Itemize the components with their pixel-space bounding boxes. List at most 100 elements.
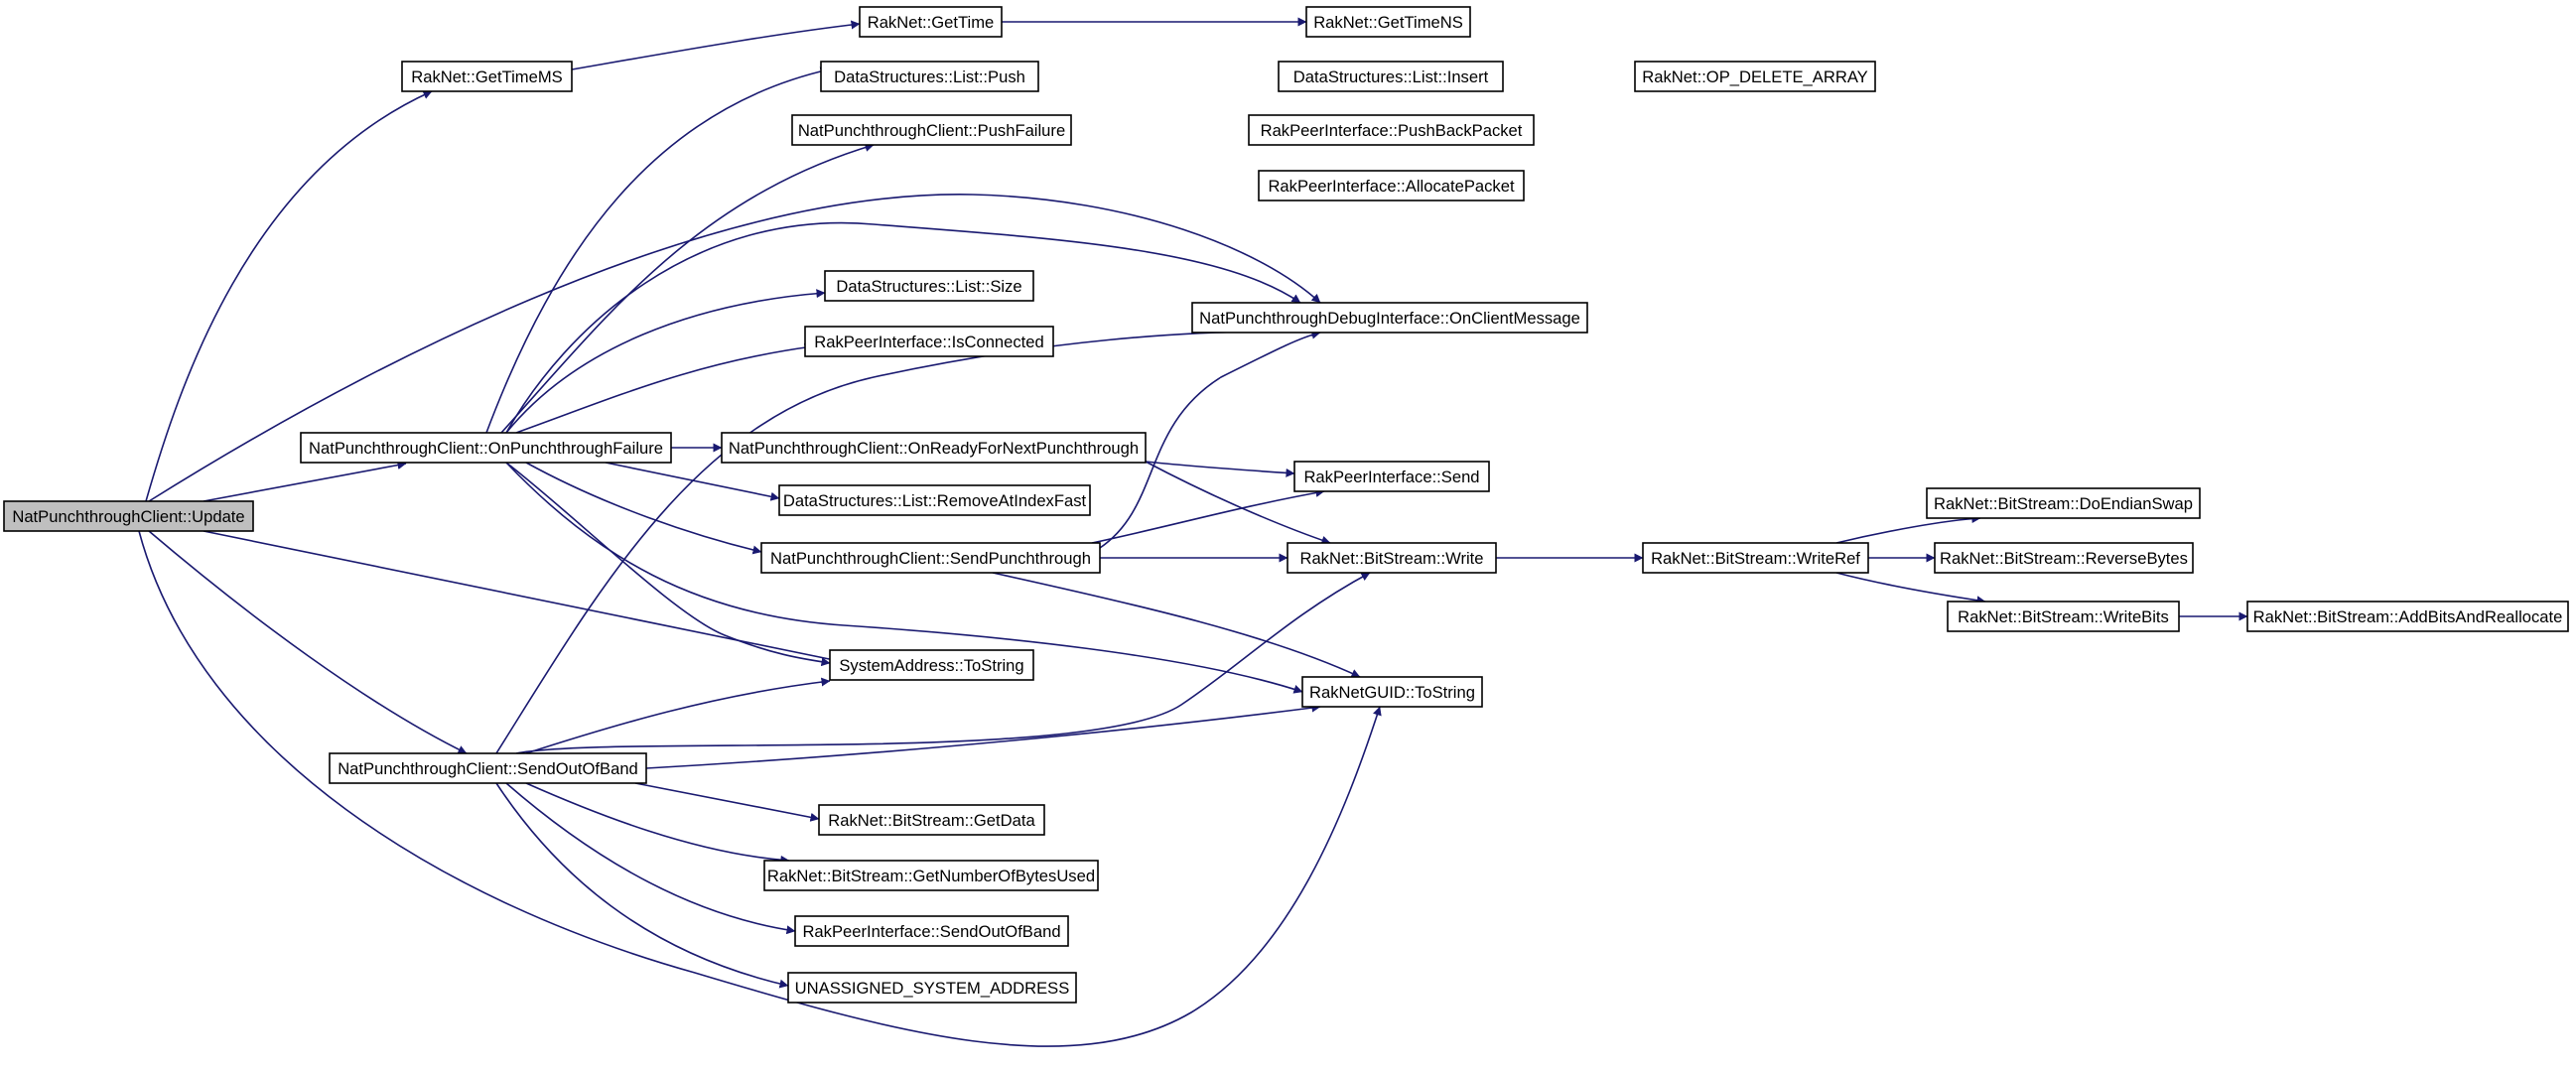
node-onpunchfailure[interactable]: NatPunchthroughClient::OnPunchthroughFai…	[300, 432, 672, 464]
node-label: RakNet::GetTimeMS	[411, 67, 562, 86]
node-box	[763, 860, 1099, 891]
node-bswrite[interactable]: RakNet::BitStream::Write	[1287, 542, 1497, 574]
node-box	[787, 972, 1077, 1004]
node-label: NatPunchthroughClient::OnPunchthroughFai…	[309, 439, 663, 458]
node-rakpeersend[interactable]: RakPeerInterface::Send	[1293, 461, 1490, 492]
node-label: NatPunchthroughClient::SendOutOfBand	[338, 759, 638, 778]
node-box	[1305, 6, 1471, 38]
node-label: RakNet::GetTime	[868, 13, 995, 32]
node-isconnected[interactable]: RakPeerInterface::IsConnected	[804, 326, 1054, 357]
node-label: NatPunchthroughClient::OnReadyForNextPun…	[729, 439, 1139, 458]
node-label: RakNet::GetTimeNS	[1313, 13, 1463, 32]
node-sendoob[interactable]: NatPunchthroughClient::SendOutOfBand	[329, 752, 647, 784]
node-box	[824, 270, 1034, 302]
node-label: RakNet::BitStream::ReverseBytes	[1940, 549, 2188, 568]
node-label: RakNet::BitStream::GetData	[828, 811, 1035, 830]
node-box	[1293, 461, 1490, 492]
node-box	[1301, 676, 1483, 708]
edge-update-to-guidtostring	[138, 530, 1382, 1047]
node-pushbackpacket[interactable]: RakPeerInterface::PushBackPacket	[1248, 114, 1535, 146]
node-onready[interactable]: NatPunchthroughClient::OnReadyForNextPun…	[721, 432, 1147, 464]
node-box	[778, 484, 1091, 516]
edge-onpunchfailure-to-listpush	[485, 67, 830, 434]
node-listinsert[interactable]: DataStructures::List::Insert	[1278, 61, 1504, 92]
edge-onpunchfailure-to-pushfailure	[500, 143, 875, 434]
node-box	[401, 61, 573, 92]
node-label: NatPunchthroughClient::Update	[12, 507, 244, 526]
node-listsize[interactable]: DataStructures::List::Size	[824, 270, 1034, 302]
edge-sendoob-to-bswrite	[505, 782, 796, 935]
edge-sendoob-to-sysaddrtostring	[525, 782, 790, 865]
node-label: RakNet::BitStream::DoEndianSwap	[1934, 494, 2193, 513]
node-label: DataStructures::List::Push	[834, 67, 1025, 86]
node-pushfailure[interactable]: NatPunchthroughClient::PushFailure	[791, 114, 1072, 146]
node-getdata[interactable]: RakNet::BitStream::GetData	[818, 804, 1045, 836]
edge-update-to-onclientmessage	[148, 194, 1321, 502]
node-writebits[interactable]: RakNet::BitStream::WriteBits	[1947, 601, 2180, 632]
edge-update-to-gettimems	[145, 90, 433, 502]
edge-update-to-sysaddrtostring	[203, 530, 845, 665]
edge-gettimems-to-gettime	[571, 20, 861, 70]
node-allocatepacket[interactable]: RakPeerInterface::AllocatePacket	[1258, 170, 1525, 201]
node-rakpeersendoob[interactable]: RakPeerInterface::SendOutOfBand	[794, 915, 1069, 947]
edge-update-to-sendoob	[148, 530, 468, 754]
node-gettime[interactable]: RakNet::GetTime	[859, 6, 1003, 38]
node-label: RakNet::BitStream::Write	[1299, 549, 1483, 568]
edge-onready-to-bswrite	[992, 572, 1361, 678]
node-removeat[interactable]: DataStructures::List::RemoveAtIndexFast	[778, 484, 1091, 516]
node-label: NatPunchthroughClient::SendPunchthrough	[770, 549, 1091, 568]
node-label: RakNetGUID::ToString	[1309, 683, 1475, 702]
node-label: RakNet::BitStream::GetNumberOfBytesUsed	[767, 867, 1095, 885]
node-box	[1634, 61, 1876, 92]
edge-onpunchfailure-to-guidtostring	[505, 462, 1303, 694]
node-box	[1934, 542, 2194, 574]
node-opdelete[interactable]: RakNet::OP_DELETE_ARRAY	[1634, 61, 1876, 92]
node-box	[818, 804, 1045, 836]
node-onclientmessage[interactable]: NatPunchthroughDebugInterface::OnClientM…	[1191, 302, 1588, 334]
node-box	[300, 432, 672, 464]
node-label: RakPeerInterface::PushBackPacket	[1261, 121, 1523, 140]
node-box	[1278, 61, 1504, 92]
node-bswriteref[interactable]: RakNet::BitStream::WriteRef	[1642, 542, 1869, 574]
node-gettimens[interactable]: RakNet::GetTimeNS	[1305, 6, 1471, 38]
node-guidtostring[interactable]: RakNetGUID::ToString	[1301, 676, 1483, 708]
node-box	[829, 649, 1034, 681]
node-box	[791, 114, 1072, 146]
node-box	[1191, 302, 1588, 334]
node-label: RakPeerInterface::SendOutOfBand	[802, 922, 1060, 941]
node-box	[859, 6, 1003, 38]
node-listpush[interactable]: DataStructures::List::Push	[820, 61, 1039, 92]
node-doendianswap[interactable]: RakNet::BitStream::DoEndianSwap	[1926, 487, 2201, 519]
node-sysaddrtostring[interactable]: SystemAddress::ToString	[829, 649, 1034, 681]
node-gettimems[interactable]: RakNet::GetTimeMS	[401, 61, 573, 92]
edge-onpunchfailure-to-isconnected	[515, 342, 814, 434]
nodes-layer: NatPunchthroughClient::Update RakNet::Get…	[3, 6, 2569, 1004]
node-label: UNASSIGNED_SYSTEM_ADDRESS	[795, 979, 1070, 998]
node-box	[1287, 542, 1497, 574]
edge-bswriteref-to-doendianswap	[495, 328, 1321, 754]
edge-update-to-onpunchfailure	[203, 461, 407, 502]
node-label: RakPeerInterface::AllocatePacket	[1268, 177, 1515, 196]
node-unassigned[interactable]: UNASSIGNED_SYSTEM_ADDRESS	[787, 972, 1077, 1004]
node-label: DataStructures::List::Size	[836, 277, 1021, 296]
node-box	[1258, 170, 1525, 201]
node-box	[820, 61, 1039, 92]
node-box	[1947, 601, 2180, 632]
node-update[interactable]: NatPunchthroughClient::Update	[3, 500, 254, 532]
node-addbits[interactable]: RakNet::BitStream::AddBitsAndReallocate	[2246, 601, 2569, 632]
edges-layer	[139, 22, 2247, 1046]
node-label: RakNet::OP_DELETE_ARRAY	[1642, 67, 1867, 86]
node-box	[2246, 601, 2569, 632]
node-label: NatPunchthroughClient::PushFailure	[798, 121, 1065, 140]
node-box	[3, 500, 254, 532]
node-getnumbytes[interactable]: RakNet::BitStream::GetNumberOfBytesUsed	[763, 860, 1099, 891]
edge-writebits-to-addbits	[645, 703, 1321, 769]
edge-listpush-to-listinsert	[1145, 461, 1295, 477]
edge-onpunchfailure-to-listsize	[505, 289, 826, 434]
edge-bswriteref-to-reversebytes	[525, 677, 831, 754]
node-reversebytes[interactable]: RakNet::BitStream::ReverseBytes	[1934, 542, 2194, 574]
node-box	[1248, 114, 1535, 146]
node-sendpunch[interactable]: NatPunchthroughClient::SendPunchthrough	[760, 542, 1101, 574]
node-label: RakNet::BitStream::WriteBits	[1958, 607, 2169, 626]
edge-pushfailure-to-pushbackpacket	[1099, 330, 1321, 549]
